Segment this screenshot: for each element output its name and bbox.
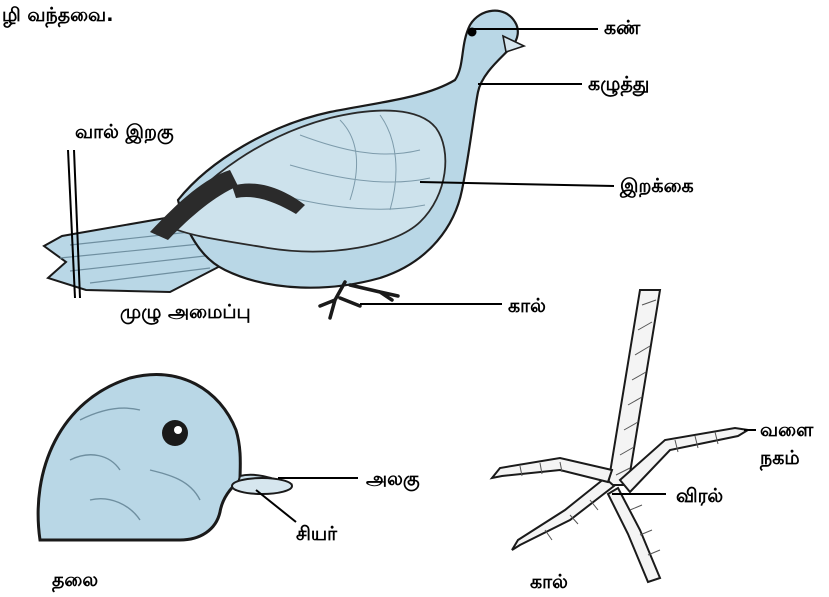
label-upper-beak: அலகு [366, 468, 420, 492]
whole-pigeon-illustration [44, 11, 524, 318]
label-claw-line2: நகம் [759, 447, 800, 471]
label-cere: சியர் [296, 523, 338, 545]
label-foot: கால் [530, 571, 568, 593]
label-eye: கண் [604, 17, 641, 39]
head-shape [38, 375, 240, 540]
foot-hind-toe [492, 458, 612, 482]
label-wing: இறக்கை [619, 175, 694, 198]
label-toe: விரல் [676, 485, 723, 507]
label-tail-feather: வால் இறகு [75, 121, 174, 145]
head-eye [162, 420, 188, 446]
foot-toe-right [620, 428, 748, 492]
label-head: தலை [52, 569, 98, 593]
top-partial-text: ழி வந்தவை. [2, 4, 113, 28]
pigeon-foot-illustration [492, 290, 748, 582]
label-claw-line1: வளை [760, 419, 814, 441]
leader-cere [256, 490, 296, 522]
pigeon-head-illustration [38, 375, 292, 540]
label-neck: கழுத்து [588, 73, 649, 97]
label-whole-structure: முழு அமைப்பு [120, 301, 251, 325]
foot-toe-left [512, 478, 614, 550]
head-cere [232, 478, 292, 494]
label-leg: கால் [508, 295, 546, 317]
foot-toe-middle [608, 488, 660, 582]
